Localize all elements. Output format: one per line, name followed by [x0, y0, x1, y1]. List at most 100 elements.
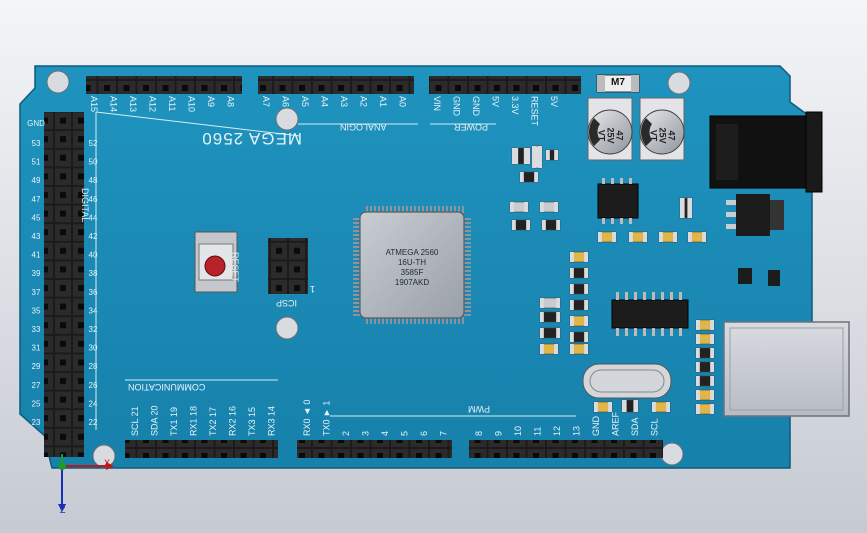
voltage-regulator [726, 194, 784, 236]
pwm-pin-label: 9 [494, 431, 504, 436]
analog-pin-label: A8 [226, 96, 236, 107]
silkscreen-lines [95, 111, 576, 430]
communication-pin-label: RX3 14 [267, 406, 277, 436]
digital-pin-label: GND [27, 119, 45, 128]
pwm-pin-label: 5 [400, 431, 410, 436]
digital-pin-label: 48 [89, 176, 98, 185]
digital-pin-label: 40 [89, 251, 98, 260]
power-pin-label: GND [471, 96, 481, 117]
pwm-pin-label: 11 [533, 427, 543, 436]
pwm-pin-label: RX0 ◄ 0 [302, 400, 312, 436]
analogin-label: ANALOGIN [340, 122, 387, 132]
analog-pin-label: A0 [398, 96, 408, 107]
analog-pin-label: A12 [148, 96, 158, 112]
digital-pin-label: 34 [89, 306, 98, 315]
communication-pin-label: SDA 20 [150, 405, 160, 436]
analog-pin-label: A6 [281, 96, 291, 107]
digital-pin-label: 22 [89, 418, 98, 427]
atmega-chip [353, 206, 471, 324]
crystal-oscillator [582, 363, 672, 399]
digital-pin-label: 31 [32, 344, 41, 353]
digital-pin-label: 47 [32, 195, 41, 204]
reset-silk-label: RESET [230, 252, 240, 283]
power-label: POWER [454, 122, 489, 132]
digital-pin-label: 45 [32, 213, 41, 222]
pwm-pin-label: 13 [572, 426, 582, 436]
communication-pin-label: RX2 16 [228, 406, 238, 436]
power-pin-label: VIN [432, 96, 442, 111]
pwm-pin-label: GND [591, 416, 601, 437]
analog-pin-label: A10 [187, 96, 197, 112]
header-pwm-low [297, 440, 452, 458]
digital-pin-label: 29 [32, 362, 41, 371]
pwm-pin-label: 2 [341, 431, 351, 436]
icsp-silk-label: ICSP [276, 298, 298, 308]
axis-z-label: Z [60, 505, 66, 515]
header-power [429, 76, 581, 94]
power-pin-label: 5V [491, 96, 501, 107]
digital-pin-label: 53 [32, 139, 41, 148]
usb-interface-chip [611, 299, 689, 329]
analog-pin-label: A2 [359, 96, 369, 107]
communication-pin-label: RX1 18 [189, 406, 199, 436]
communication-pin-label: TX2 17 [208, 407, 218, 436]
smd-fuse [596, 74, 640, 93]
pwm-pin-label: 6 [419, 431, 429, 436]
pwm-pin-label: 12 [552, 426, 562, 436]
digital-pin-label: 38 [89, 269, 98, 278]
analog-pin-label: A13 [128, 96, 138, 112]
digital-pin-label: 27 [32, 381, 41, 390]
pwm-pin-label: 4 [380, 431, 390, 436]
axis-x-label: X [104, 458, 111, 468]
pwm-pin-label: AREF [611, 411, 621, 436]
axis-triad [58, 454, 114, 512]
digital-pin-label: 37 [32, 288, 41, 297]
pwm-pin-label: 7 [439, 431, 449, 436]
mcu-marking: ATMEGA 2560 16U-TH 3585F 1907AKD [385, 248, 439, 287]
digital-label: DIGITAL [80, 188, 90, 223]
fuse-marking: M7 [611, 77, 625, 88]
header-pwm-high [469, 440, 663, 458]
power-pin-label: 3.3V [510, 96, 520, 115]
digital-pin-label: 42 [89, 232, 98, 241]
icsp-header [268, 238, 308, 294]
pwm-pin-label: 3 [361, 431, 371, 436]
pwm-pin-label: SCL [650, 418, 660, 436]
digital-pin-label: 39 [32, 269, 41, 278]
digital-pin-label: 30 [89, 344, 98, 353]
pwm-pin-label: 10 [513, 426, 523, 436]
communication-pin-label: SCL 21 [130, 406, 140, 436]
digital-pin-label: 41 [32, 251, 41, 260]
digital-pin-label: 26 [89, 381, 98, 390]
digital-pin-label: 36 [89, 288, 98, 297]
header-communication [125, 440, 278, 458]
header-analog-low [258, 76, 414, 94]
power-pin-label: 5V [549, 96, 559, 107]
pwm-label: PWM [468, 404, 490, 414]
communication-pin-label: TX1 19 [169, 407, 179, 436]
analog-pin-label: A5 [300, 96, 310, 107]
digital-pin-label: 35 [32, 306, 41, 315]
icsp-pin1-label: 1 [310, 284, 316, 294]
digital-pin-label: 44 [89, 213, 98, 222]
communication-pin-label: TX3 15 [247, 407, 257, 436]
power-pin-label: RESET [530, 96, 540, 127]
dc-power-jack [709, 111, 823, 193]
header-digital [44, 112, 84, 457]
reset-button [194, 231, 238, 293]
power-pin-label: GND [452, 96, 462, 117]
digital-pin-label: 46 [89, 195, 98, 204]
soic8-chip [597, 183, 639, 219]
digital-pin-label: 51 [32, 158, 41, 167]
pwm-pin-label: SDA [630, 417, 640, 436]
digital-pin-label: 43 [32, 232, 41, 241]
pwm-pin-label: TX0 ► 1 [322, 401, 332, 436]
pwm-pin-label: 8 [474, 431, 484, 436]
analog-pin-label: A1 [378, 96, 388, 107]
analog-pin-label: A4 [320, 96, 330, 107]
board-model-label: MEGA 2560 [201, 129, 302, 148]
analog-pin-label: A3 [339, 96, 349, 107]
analog-pin-label: A7 [261, 96, 271, 107]
digital-pin-label: 25 [32, 399, 41, 408]
analog-pin-label: A14 [109, 96, 119, 112]
